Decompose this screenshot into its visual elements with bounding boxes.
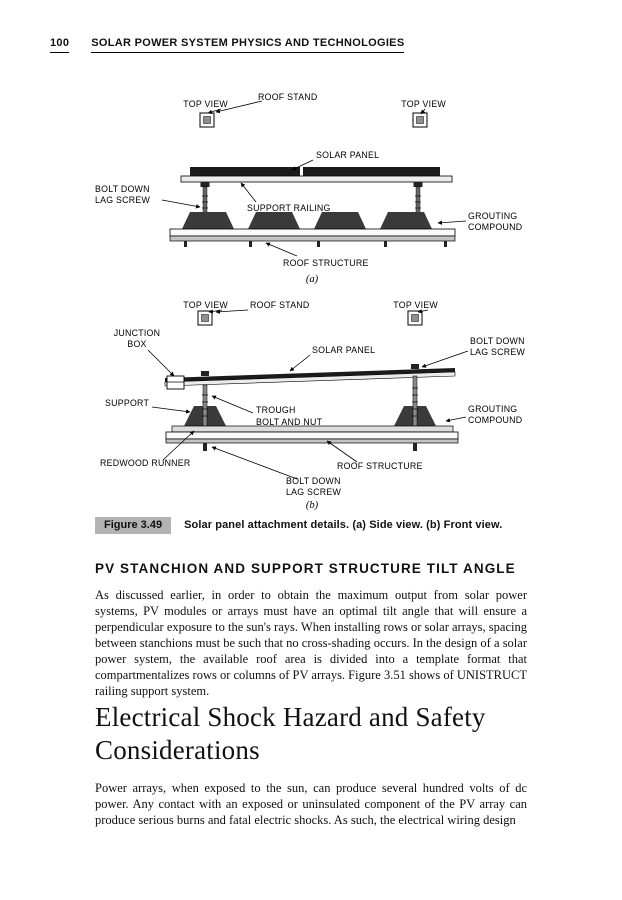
junction-box-shape (166, 375, 185, 390)
diagram-front-view: TOP VIEW ROOF STAND TOP VIEW JUNCTION BO… (100, 300, 525, 511)
label-top-view-left: TOP VIEW (183, 300, 228, 310)
label-bolt-down-1: BOLT DOWN (95, 184, 150, 194)
roof-stand-square-left (197, 310, 213, 326)
solar-panel-shape (164, 368, 456, 387)
label-roof-structure: ROOF STRUCTURE (283, 258, 369, 268)
label-bolt-bottom-1: BOLT DOWN (286, 476, 341, 486)
chapter-paragraph: Power arrays, when exposed to the sun, c… (95, 781, 527, 827)
label-junction-1: JUNCTION (114, 328, 160, 338)
solar-panel-shape (190, 167, 440, 176)
support-stanchion-left (202, 384, 208, 427)
panel-bolt-right (411, 364, 419, 369)
running-head-title: SOLAR POWER SYSTEM PHYSICS AND TECHNOLOG… (91, 37, 405, 53)
sublabel-a: (a) (306, 274, 319, 285)
label-roof-stand: ROOF STAND (250, 300, 310, 310)
label-top-view-left: TOP VIEW (183, 99, 228, 109)
label-roof-structure: ROOF STRUCTURE (337, 461, 423, 471)
label-bolt-bottom-2: LAG SCREW (286, 487, 341, 497)
figure-caption: Figure 3.49 Solar panel attachment detai… (95, 517, 535, 534)
figure-caption-text: Solar panel attachment details. (a) Side… (184, 519, 503, 531)
label-trough-1: TROUGH (256, 405, 296, 415)
roof-stand-square-right (412, 112, 428, 128)
support-railing-shape (180, 175, 453, 183)
figure-tag: Figure 3.49 (95, 517, 172, 534)
leader-lines (161, 100, 467, 257)
label-top-view-right: TOP VIEW (393, 300, 438, 310)
roof-stand-square-left (199, 112, 215, 128)
label-trough-2: BOLT AND NUT (256, 417, 323, 427)
label-bolt-right-1: BOLT DOWN (470, 336, 525, 346)
roof-structure-shape (165, 431, 459, 451)
label-top-view-right: TOP VIEW (401, 99, 446, 109)
label-bolt-right-2: LAG SCREW (470, 347, 525, 357)
label-grouting-1: GROUTING (468, 404, 517, 414)
grouting-pads (182, 212, 432, 229)
label-roof-stand: ROOF STAND (258, 92, 318, 102)
running-head: 100 SOLAR POWER SYSTEM PHYSICS AND TECHN… (50, 37, 405, 53)
section-paragraph: As discussed earlier, in order to obtain… (95, 588, 528, 698)
roof-structure-shape (169, 228, 456, 247)
label-support: SUPPORT (105, 398, 149, 408)
sublabel-b: (b) (306, 500, 319, 511)
label-grouting-2: COMPOUND (468, 415, 522, 425)
label-grouting-1: GROUTING (468, 211, 517, 221)
roof-stand-square-right (407, 310, 423, 326)
diagram-side-view: TOP VIEW ROOF STAND TOP VIEW SOLAR PANEL… (95, 92, 522, 285)
label-solar-panel: SOLAR PANEL (312, 345, 375, 355)
label-support-railing: SUPPORT RAILING (247, 203, 331, 213)
support-stanchion-right (412, 375, 418, 427)
chapter-heading: Electrical Shock Hazard and Safety Consi… (95, 702, 486, 765)
section-heading: PV STANCHION AND SUPPORT STRUCTURE TILT … (95, 561, 516, 576)
label-solar-panel: SOLAR PANEL (316, 150, 379, 160)
label-grouting-2: COMPOUND (468, 222, 522, 232)
leader-lines (147, 309, 469, 480)
label-bolt-down-2: LAG SCREW (95, 195, 150, 205)
page-number: 100 (50, 37, 70, 53)
label-redwood-runner: REDWOOD RUNNER (100, 458, 191, 468)
panel-bolt-left (201, 371, 209, 376)
label-junction-2: BOX (127, 339, 146, 349)
